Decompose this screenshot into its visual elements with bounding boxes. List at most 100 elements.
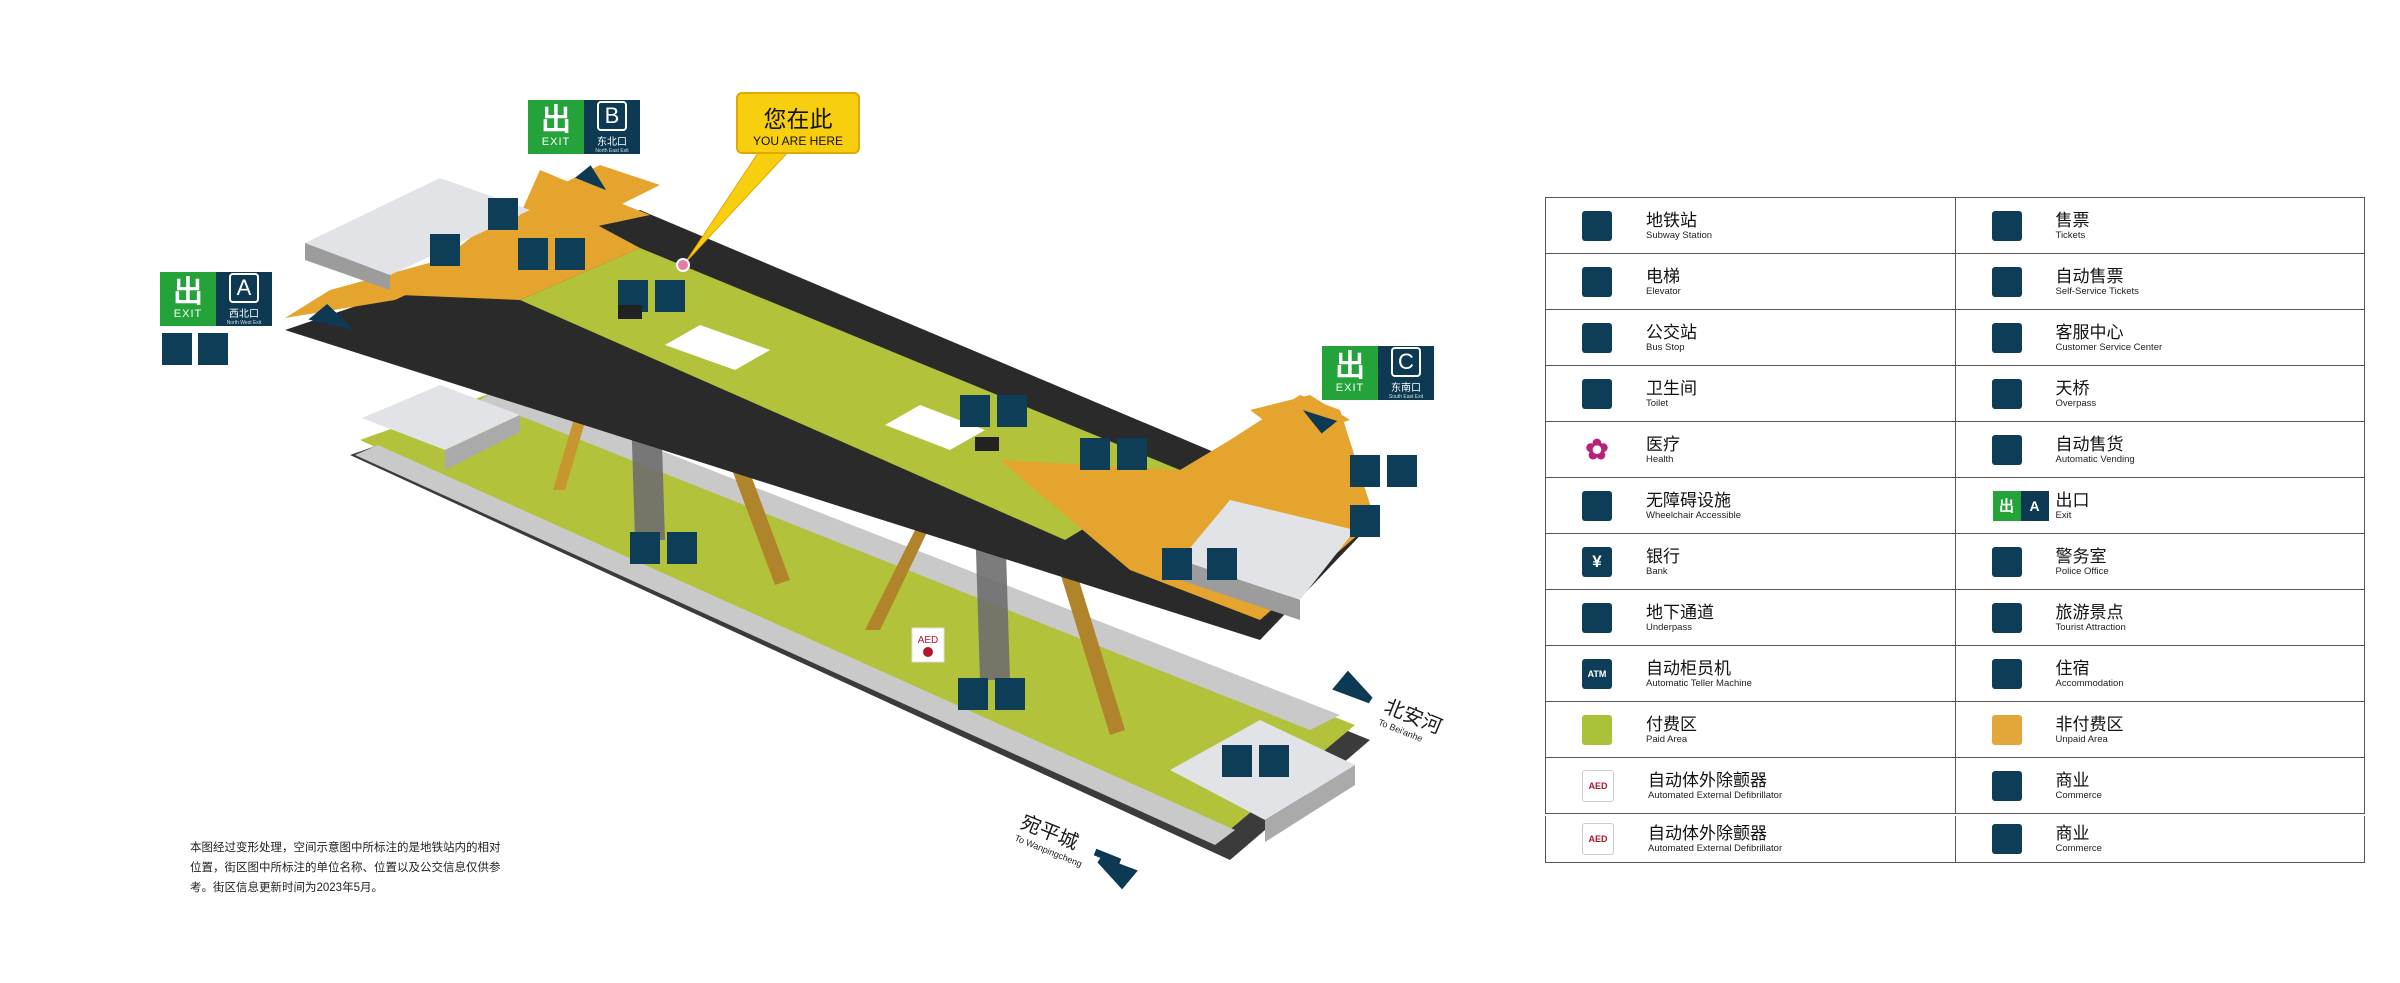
exit-c-en: EXIT xyxy=(1335,382,1365,394)
aed-icon: AED xyxy=(1582,769,1614,802)
legend-label-cn: 医疗 xyxy=(1646,434,1680,454)
legend-label-en: Unpaid Area xyxy=(2055,733,2108,745)
legend-label-cn: 客服中心 xyxy=(2055,322,2124,342)
subway-icon xyxy=(1582,210,1612,241)
exit-c-cn: 东南口 xyxy=(1391,382,1421,394)
legend-label-en: Overpass xyxy=(2055,397,2097,409)
you-are-here-pointer xyxy=(684,149,792,264)
exit-b-en-small: North East Exit xyxy=(595,147,629,154)
toilet-icon xyxy=(1582,378,1612,409)
platform-box-west xyxy=(362,385,520,450)
legend-label-cn: 非付费区 xyxy=(2055,714,2124,734)
exit-icon-letter: A xyxy=(2020,490,2049,521)
legend-label-en: Subway Station xyxy=(1646,229,1713,241)
aed-heart-icon xyxy=(923,647,933,657)
commerce-icon xyxy=(1991,824,2022,854)
legend-label-cn: 公交站 xyxy=(1646,322,1697,342)
arrow-south-icon xyxy=(1093,848,1138,890)
legend-label-cn: 地下通道 xyxy=(1646,602,1714,622)
legend-label-cn: 警务室 xyxy=(2055,546,2107,566)
legend-label-en: Paid Area xyxy=(1646,733,1688,745)
health-icon: ✿ xyxy=(1582,434,1612,465)
legend-label-en: Health xyxy=(1646,453,1674,465)
exit-a-glyph-text: 出 xyxy=(173,276,203,309)
legend-label-cn: 自动柜员机 xyxy=(1646,658,1731,678)
legend-label-cn: 付费区 xyxy=(1646,714,1697,734)
map-note: 本图经过变形处理，空间示意图中所标注的是地铁站内的相对位置，街区图中所标注的单位… xyxy=(190,842,501,894)
you-are-here-dot xyxy=(676,258,690,272)
legend-label-en: Commerce xyxy=(2055,789,2102,801)
legend-label-cn: 自动售货 xyxy=(2055,434,2124,454)
legend-label-en: Bank xyxy=(1646,565,1668,577)
legend-label-en: Commerce xyxy=(2055,843,2102,854)
atm-icon: ATM xyxy=(1582,658,1612,689)
you-are-here-en: YOU ARE HERE xyxy=(752,134,844,148)
exit-b-en: EXIT xyxy=(541,136,571,148)
legend-label-cn: 商业 xyxy=(2055,770,2090,790)
platform-box-east-side xyxy=(1265,765,1355,842)
tourist-icon xyxy=(1991,602,2022,633)
police-icon xyxy=(1991,546,2022,577)
legend-label-cn: 天桥 xyxy=(2055,378,2090,398)
legend-label-en: Tickets xyxy=(2055,229,2086,241)
legend-label-en: Automatic Teller Machine xyxy=(1646,677,1752,689)
exit-icon-glyph: 出 xyxy=(1992,490,2021,521)
aed-map-label: AED xyxy=(918,635,939,646)
legend-label-en: Automatic Vending xyxy=(2055,453,2135,465)
platform-box-west-side xyxy=(445,415,520,470)
block-east xyxy=(1180,500,1355,600)
elevator-icon xyxy=(1582,266,1612,297)
legend-label-cn: 无障碍设施 xyxy=(1646,490,1731,510)
legend-label-cn: 自动售票 xyxy=(2055,266,2124,286)
you-are-here-callout: 您在此 YOU ARE HERE xyxy=(736,92,860,154)
legend-label-en: Wheelchair Accessible xyxy=(1646,509,1742,521)
you-are-here-cn: 您在此 xyxy=(763,106,833,132)
vending-icon xyxy=(1991,434,2022,465)
equipment-1 xyxy=(618,305,642,319)
self-service-ticket-icon xyxy=(1991,266,2022,297)
bank-icon: ¥ xyxy=(1582,546,1612,577)
exit-b-glyph-text: 出 xyxy=(541,104,571,137)
exit-a-en-small: North West Exit xyxy=(226,319,262,326)
opening-1 xyxy=(665,325,770,370)
exit-a-letter-text: A xyxy=(229,272,259,303)
legend-label-cn: 自动体外除颤器 xyxy=(1648,770,1767,790)
